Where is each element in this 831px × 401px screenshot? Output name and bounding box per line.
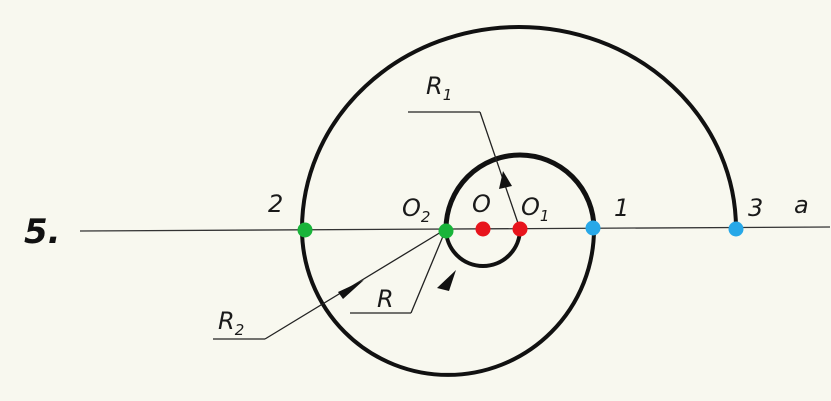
label-o: O: [472, 190, 491, 218]
point-o: [475, 221, 491, 237]
label-o1: O1: [521, 193, 549, 225]
r1-leader: [479, 111, 521, 230]
arc-medium-upper: [443, 152, 597, 230]
axis-line: [79, 226, 831, 232]
r1-arrowhead: [499, 171, 512, 189]
label-o2: O2: [402, 194, 430, 226]
r2-arrowhead: [338, 280, 364, 299]
point-1: [585, 220, 601, 236]
label-r: R: [377, 285, 394, 313]
label-point-3: 3: [748, 194, 763, 222]
point-2: [297, 222, 313, 238]
point-o2: [438, 223, 454, 239]
label-r1: R1: [426, 72, 452, 104]
label-r2: R2: [218, 307, 244, 339]
arc-outer-upper: [300, 25, 738, 230]
point-o1: [512, 221, 528, 237]
label-point-1: 1: [614, 194, 629, 222]
r-arrowhead: [437, 270, 456, 291]
task-number: 5.: [24, 212, 61, 252]
r-leader: [410, 228, 447, 314]
arc-large-lower: [300, 228, 596, 377]
axis-label: a: [794, 191, 809, 219]
point-3: [728, 221, 744, 237]
arc-small-lower: [444, 228, 522, 268]
label-point-2: 2: [268, 190, 283, 218]
